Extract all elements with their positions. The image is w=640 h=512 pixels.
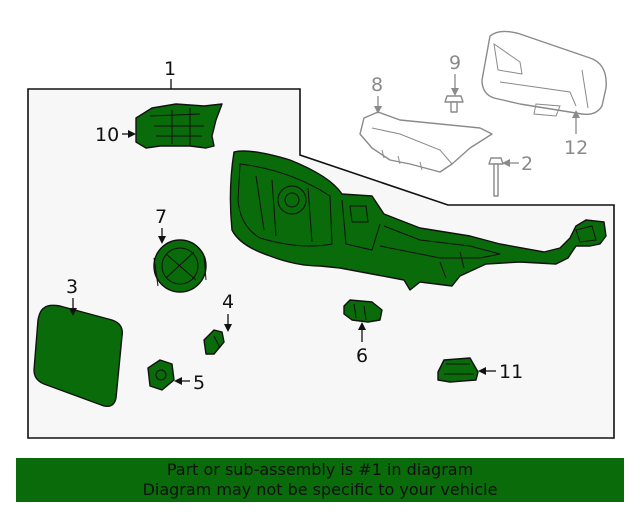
mirror-glass	[33, 304, 123, 408]
leader-7-arrow	[158, 236, 166, 244]
callout-3: 3	[66, 276, 78, 298]
footer-line-1: Part or sub-assembly is #1 in diagram	[166, 460, 474, 479]
nut-part-5	[147, 359, 175, 391]
leader-11-arrow	[478, 367, 486, 375]
callout-4: 4	[222, 291, 234, 313]
parts-diagram: 1 12 8 9 2 10	[27, 30, 615, 439]
callout-6: 6	[356, 345, 368, 367]
callout-10: 10	[95, 124, 119, 146]
leader-5-arrow	[174, 377, 182, 385]
connector-part-6	[343, 299, 383, 323]
leader-4-arrow	[224, 324, 232, 332]
callout-11: 11	[499, 361, 523, 383]
footer-banner: Part or sub-assembly is #1 in diagram Di…	[16, 458, 624, 502]
callout-12: 12	[564, 137, 588, 159]
leader-9-arrow	[451, 88, 459, 96]
glass-motor	[153, 239, 207, 293]
mirror-cover-ghost	[481, 30, 607, 117]
callout-5: 5	[193, 372, 205, 394]
callout-7: 7	[155, 206, 167, 228]
footer-line-2: Diagram may not be specific to your vehi…	[142, 480, 498, 499]
leader-2-arrow	[502, 159, 510, 167]
leader-10-arrow	[128, 130, 136, 138]
bolt-ghost	[488, 157, 504, 197]
callout-8: 8	[371, 74, 383, 96]
callout-9: 9	[449, 52, 461, 74]
mirror-housing	[229, 150, 607, 291]
callout-2: 2	[521, 153, 533, 175]
screw-ghost	[444, 95, 464, 113]
bracket-ghost	[359, 111, 493, 173]
leader-3-arrow	[69, 308, 77, 316]
turn-signal-bracket	[135, 103, 223, 149]
leader-8-arrow	[374, 106, 382, 114]
callout-1: 1	[164, 58, 176, 80]
leader-6-arrow	[358, 322, 366, 330]
puddle-lamp-part-11	[437, 357, 479, 383]
clip-part-4	[203, 329, 225, 355]
leader-12-arrow	[572, 110, 580, 118]
